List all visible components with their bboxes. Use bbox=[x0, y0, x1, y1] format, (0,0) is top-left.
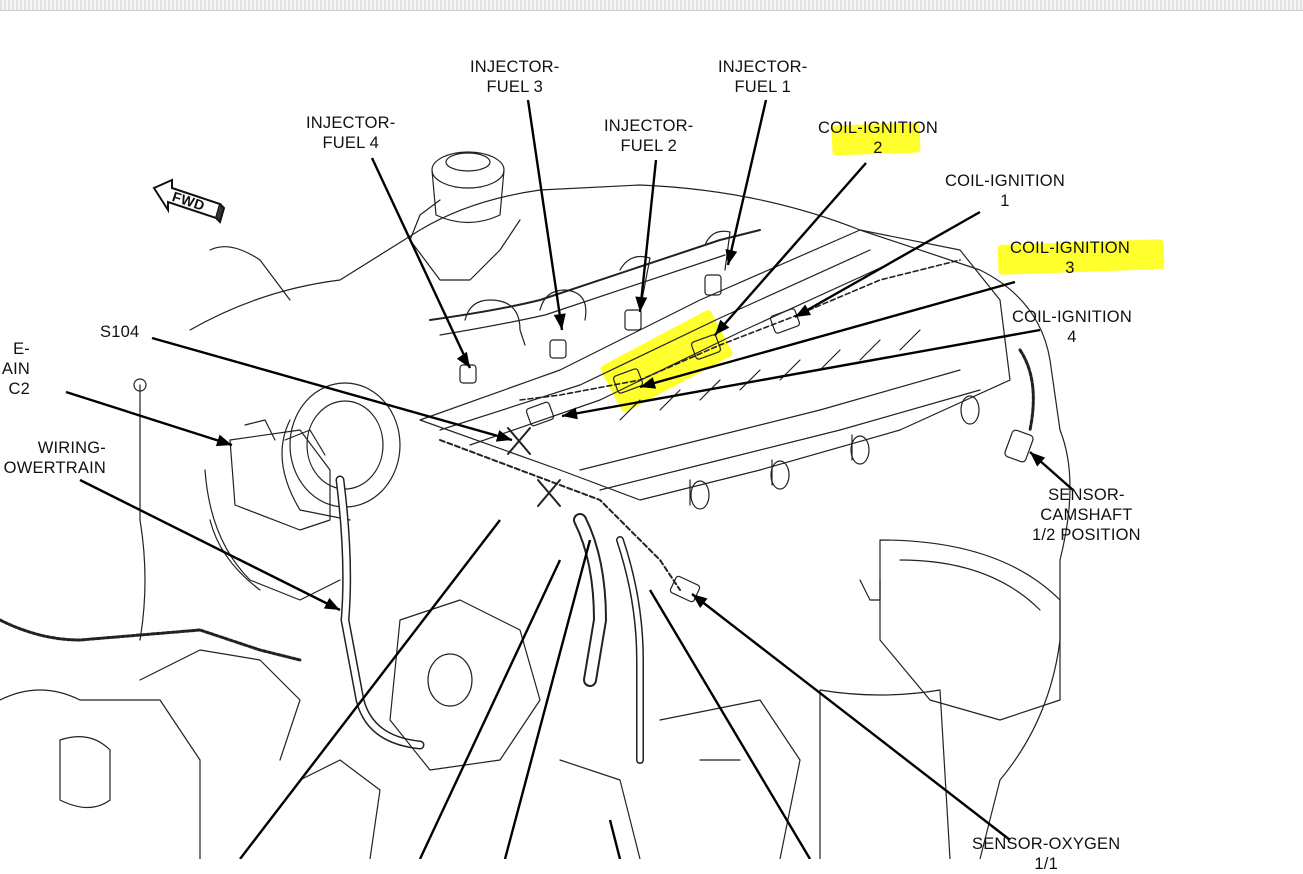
label-wiring-powertrain: WIRING-OWERTRAIN bbox=[3, 439, 106, 477]
leader-coil-ignition-1 bbox=[794, 210, 981, 319]
leader-injector-fuel-4 bbox=[370, 157, 472, 369]
leader-injector-fuel-3 bbox=[526, 99, 564, 331]
leader-injector-fuel-1 bbox=[726, 99, 768, 266]
fuel-rail bbox=[429, 229, 761, 321]
label-injector-fuel-1: INJECTOR-FUEL 1 bbox=[718, 58, 808, 96]
label-injector-fuel-2: INJECTOR-FUEL 2 bbox=[604, 117, 694, 155]
leader-pcm-c2 bbox=[65, 390, 233, 447]
pcm-connector bbox=[229, 429, 331, 531]
label-s104: S104 bbox=[100, 323, 140, 341]
leader-coil-ignition-2 bbox=[714, 162, 867, 336]
leader-s104 bbox=[151, 336, 513, 442]
leader-oxygen-sensor bbox=[691, 593, 1011, 841]
leader-coil-ignition-4 bbox=[561, 328, 1041, 418]
leader-wiring-powertrain bbox=[79, 478, 341, 612]
forward-arrow-icon bbox=[152, 178, 226, 224]
window-top-border bbox=[0, 0, 1303, 11]
label-injector-fuel-3: INJECTOR-FUEL 3 bbox=[470, 58, 560, 96]
leader-injector-fuel-2 bbox=[638, 159, 658, 313]
leader-coil-ignition-3 bbox=[639, 280, 1016, 389]
label-injector-fuel-4: INJECTOR-FUEL 4 bbox=[306, 114, 396, 152]
valve-cover-outline bbox=[419, 229, 1011, 501]
